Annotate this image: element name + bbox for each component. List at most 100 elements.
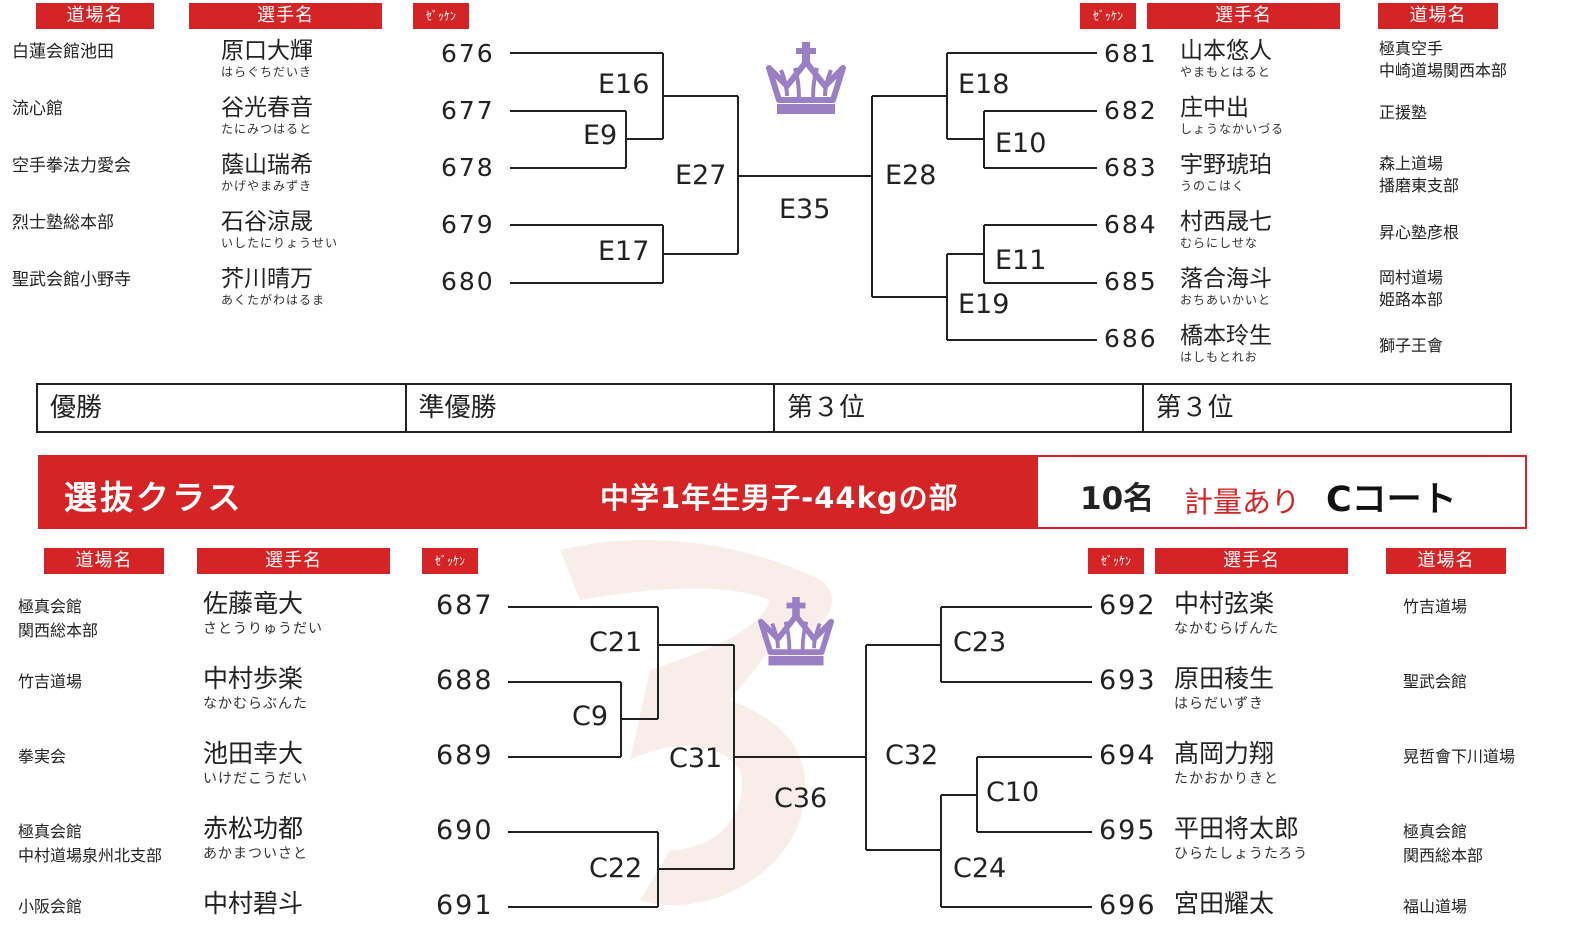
zekken-number: 690	[436, 815, 494, 846]
match-label: E10	[995, 128, 1047, 159]
player-name: 落合海斗	[1180, 266, 1272, 292]
zekken-number: 682	[1104, 96, 1158, 125]
zekken-number: 693	[1099, 665, 1157, 696]
dojo-name: 極真会館	[18, 822, 83, 841]
zekken-number: 688	[436, 665, 494, 696]
player-kana: あくたがわはるま	[221, 293, 326, 307]
header-dojo-right-bottom: 道場名	[1386, 548, 1506, 574]
player-kana: やまもとはると	[1180, 65, 1271, 79]
court-label: Cコート	[1326, 480, 1457, 520]
dojo-name: 中崎道場関西本部	[1379, 61, 1508, 80]
header-player-left-top: 選手名	[189, 3, 382, 29]
match-label: E16	[598, 69, 650, 100]
player-name: 橋本玲生	[1180, 323, 1272, 349]
crown-icon	[766, 42, 846, 114]
dojo-name: 関西総本部	[1403, 846, 1484, 865]
match-label: E19	[958, 289, 1010, 320]
match-label: C21	[589, 627, 643, 658]
dojo-name: 聖武会館小野寺	[12, 270, 131, 290]
dojo-name: 聖武会館	[1403, 672, 1468, 691]
dojo-name: 岡村道場	[1379, 268, 1444, 287]
player-kana: かげやまみずき	[221, 179, 313, 193]
dojo-name: 福山道場	[1403, 897, 1468, 916]
match-label: E11	[995, 245, 1047, 276]
player-name: 蔭山瑞希	[221, 152, 313, 178]
zekken-number: 681	[1104, 39, 1158, 68]
player-kana: たかおかりきと	[1174, 771, 1279, 787]
match-label: C31	[669, 743, 723, 774]
match-label: C23	[953, 627, 1007, 658]
weigh-in-note: 計量あり	[1184, 485, 1301, 519]
zekken-number: 687	[436, 590, 494, 621]
zekken-number: 685	[1104, 267, 1158, 296]
header-dojo-left-bottom: 道場名	[44, 548, 164, 574]
results-table: 優勝 準優勝 第３位 第３位	[36, 383, 1512, 433]
dojo-name: 関西総本部	[18, 621, 99, 640]
player-kana: あかまついさと	[203, 846, 308, 862]
dojo-name: 姫路本部	[1379, 290, 1444, 309]
header-player-left-bottom: 選手名	[197, 548, 390, 574]
zekken-number: 677	[441, 96, 495, 125]
dojo-name: 昇心塾彦根	[1379, 223, 1460, 242]
zekken-number: 676	[441, 39, 495, 68]
player-name: 髙岡力翔	[1174, 739, 1275, 768]
dojo-name: 極真会館	[1403, 822, 1468, 841]
dojo-name: 極真会館	[18, 597, 83, 616]
player-name: 芥川晴万	[221, 266, 313, 292]
banner-info-box: 10名 計量あり Cコート	[1038, 457, 1525, 527]
crown-icon	[757, 597, 834, 666]
dojo-name: 正援塾	[1379, 103, 1428, 122]
zekken-number: 696	[1099, 890, 1157, 921]
dojo-name: 流心館	[12, 99, 63, 119]
player-name: 佐藤竜大	[203, 589, 304, 618]
participant-count: 10名	[1080, 481, 1155, 517]
player-kana: むらにしせな	[1180, 236, 1259, 250]
header-player-right-bottom: 選手名	[1155, 548, 1348, 574]
player-kana: なかむらぶんた	[203, 696, 308, 712]
match-label: E28	[885, 160, 937, 191]
dojo-name: 白蓮会館池田	[12, 42, 114, 62]
player-kana: はらぐちだいき	[221, 65, 313, 79]
match-label: E35	[779, 194, 831, 225]
dojo-name: 極真空手	[1379, 39, 1444, 58]
match-label: E17	[598, 236, 650, 267]
zekken-number: 695	[1099, 815, 1157, 846]
match-label: C24	[953, 853, 1007, 884]
header-zekken-right-top: ｾﾞｯｹﾝ	[1080, 3, 1136, 29]
player-kana: なかむらげんた	[1174, 621, 1279, 637]
player-kana: しょうなかいづる	[1180, 122, 1285, 136]
zekken-number: 678	[441, 153, 495, 182]
match-label: C32	[885, 740, 939, 771]
zekken-number: 679	[441, 210, 495, 239]
zekken-number: 694	[1099, 740, 1157, 771]
header-player-right-top: 選手名	[1147, 3, 1340, 29]
header-dojo-left-top: 道場名	[36, 3, 154, 29]
player-kana: おちあいかいと	[1180, 293, 1272, 307]
player-name: 中村歩楽	[203, 664, 304, 693]
player-name: 庄中出	[1180, 95, 1249, 121]
result-first: 優勝	[38, 385, 407, 431]
dojo-name: 竹吉道場	[18, 672, 83, 691]
dojo-name: 小阪会館	[18, 897, 83, 916]
player-kana: うのこはく	[1180, 179, 1246, 193]
header-dojo-right-top: 道場名	[1378, 3, 1498, 29]
dojo-name: 拳実会	[18, 747, 67, 766]
player-name: 原口大輝	[221, 38, 313, 64]
division-name: 中学1年生男子-44kgの部	[600, 481, 959, 515]
match-label: E27	[675, 160, 727, 191]
match-label: C36	[774, 783, 828, 814]
player-name: 宮田耀太	[1174, 889, 1275, 918]
zekken-number: 684	[1104, 210, 1158, 239]
player-kana: いけだこうだい	[203, 771, 308, 787]
zekken-number: 680	[441, 267, 495, 296]
dojo-name: 獅子王會	[1379, 336, 1444, 355]
zekken-number: 692	[1099, 590, 1157, 621]
division-banner: 選抜クラス 中学1年生男子-44kgの部 10名 計量あり Cコート	[38, 455, 1527, 529]
dojo-name: 播磨東支部	[1379, 176, 1460, 195]
player-name: 中村碧斗	[203, 889, 304, 918]
zekken-number: 691	[436, 890, 494, 921]
player-name: 中村弦楽	[1174, 589, 1275, 618]
player-name: 村西晟七	[1180, 209, 1272, 235]
zekken-number: 689	[436, 740, 494, 771]
